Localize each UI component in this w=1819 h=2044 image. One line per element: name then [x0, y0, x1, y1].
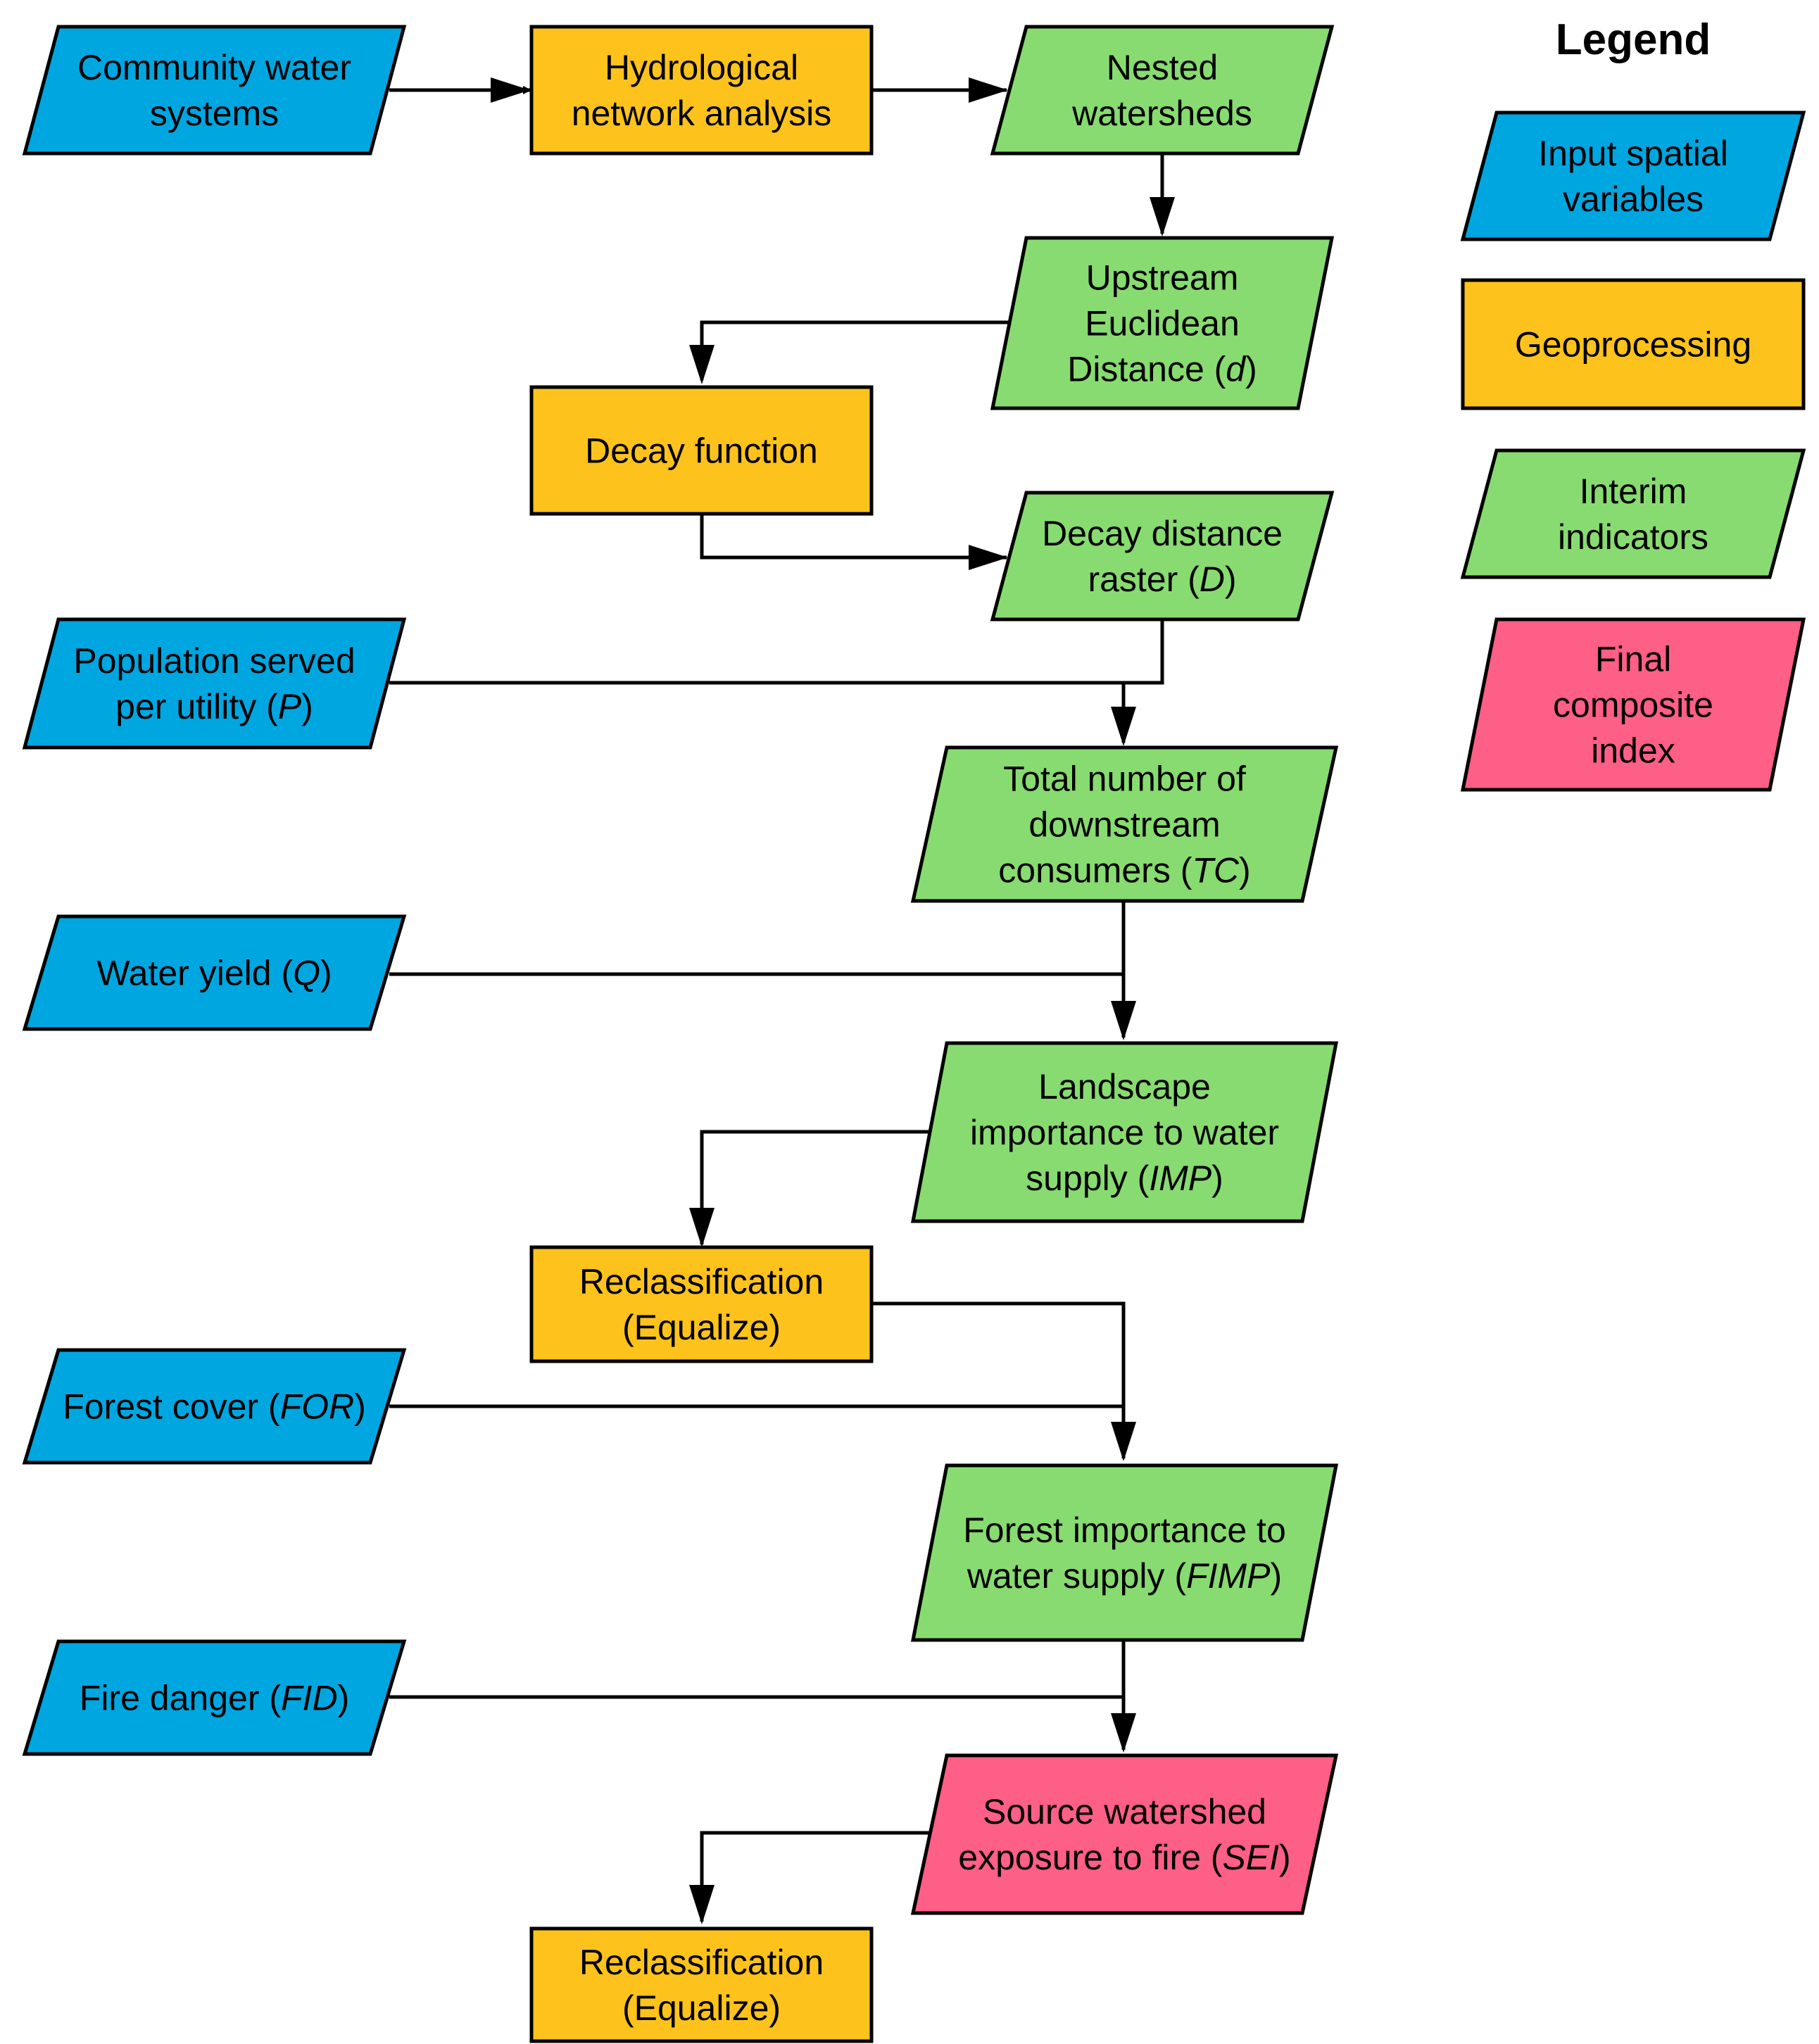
arrowhead-nested	[969, 77, 1008, 103]
node-shape	[910, 1753, 1339, 1915]
arrowhead-reclassification-final	[689, 1885, 715, 1924]
node-fire-danger: Fire danger (FID)	[22, 1639, 407, 1756]
arrowhead-landscape	[1111, 1001, 1136, 1040]
edge-upstream-to-decay-function	[700, 320, 1014, 380]
edge-landscape-to-reclassification	[700, 1130, 936, 1244]
node-label: Fire danger (FID)	[80, 1679, 349, 1718]
edge-decay-function-to-raster	[700, 514, 1007, 560]
node-shape	[910, 1041, 1339, 1223]
node-shape	[529, 1926, 874, 2043]
arrowhead-forest-importance	[1111, 1422, 1136, 1461]
node-label: Geoprocessing	[1515, 325, 1751, 365]
node-shape	[990, 236, 1335, 410]
node-shape	[910, 1463, 1339, 1642]
arrowhead-upstream	[1150, 197, 1175, 236]
node-label: Forest cover (FOR)	[63, 1387, 366, 1427]
node-shape	[990, 25, 1335, 156]
node-shape	[1460, 111, 1806, 241]
node-shape	[1461, 278, 1806, 410]
node-reclassification-equalize-2: Reclassification(Equalize)	[529, 1926, 874, 2043]
node-label: Reclassification(Equalize)	[579, 1262, 824, 1347]
arrowhead-decay-function	[689, 345, 715, 384]
arrowhead-decay-raster	[969, 545, 1008, 570]
connectors	[389, 86, 1164, 1922]
node-shape	[22, 617, 407, 750]
legend-title: Legend	[1556, 15, 1711, 64]
edge-reclassification-to-forest-importance	[871, 1301, 1126, 1458]
node-shape	[529, 25, 874, 156]
node-shape	[22, 1348, 407, 1465]
node-shape	[910, 745, 1339, 903]
arrowhead-hydrological	[491, 77, 530, 103]
node-decay-function: Decay function	[529, 385, 874, 516]
node-label: Decay function	[585, 431, 818, 471]
legend-item-geoprocessing: Geoprocessing	[1461, 278, 1806, 410]
node-shape	[22, 25, 407, 156]
node-label: Reclassification(Equalize)	[579, 1943, 824, 2028]
node-shape	[22, 914, 407, 1031]
node-shape	[22, 1639, 407, 1756]
node-shape	[529, 1245, 874, 1363]
node-shape	[1460, 448, 1806, 579]
arrowhead-reclassification	[689, 1208, 715, 1247]
edge-source-exposure-to-reclassification	[700, 1831, 936, 1922]
node-forest-cover: Forest cover (FOR)	[22, 1348, 407, 1465]
node-water-yield: Water yield (Q)	[22, 914, 407, 1031]
node-label: Water yield (Q)	[96, 954, 332, 993]
node-shape	[529, 385, 874, 516]
node-shape	[990, 491, 1335, 622]
arrowhead-total-consumers	[1111, 707, 1136, 746]
arrowheads	[491, 77, 1175, 1924]
node-reclassification-equalize-1: Reclassification(Equalize)	[529, 1245, 874, 1363]
node-shape	[1460, 617, 1806, 792]
arrowhead-source-exposure	[1111, 1713, 1136, 1753]
